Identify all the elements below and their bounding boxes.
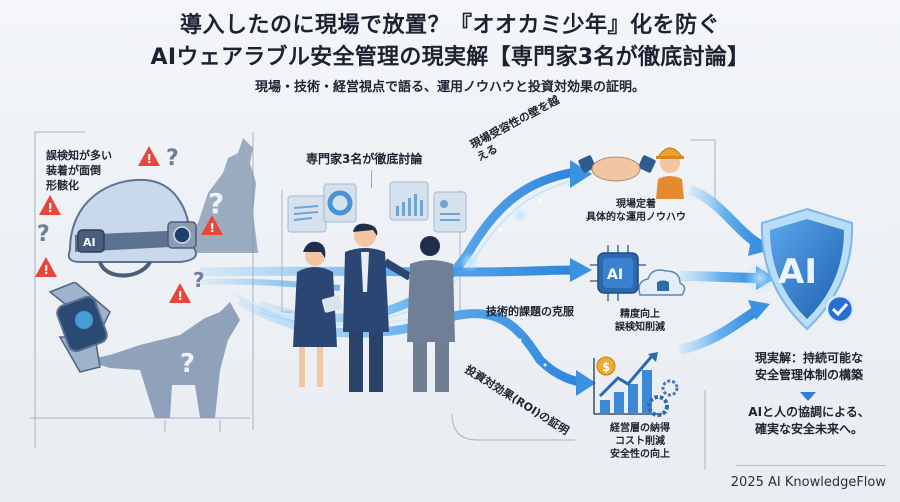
svg-text:!: !: [210, 221, 215, 235]
result-vision: AIと人の協調による、 確実な安全未来へ。: [724, 404, 894, 438]
connector-line: [371, 170, 372, 188]
outcome-line: 具体的な運用ノウハウ: [586, 212, 686, 223]
worker-icon: [656, 147, 684, 199]
outcome-roi: 経営層の納得 コスト削減 安全性の向上: [590, 422, 690, 461]
experts-group: [293, 223, 455, 392]
outcome-line: コスト削減: [615, 436, 665, 447]
smart-helmet-icon: AI: [67, 178, 197, 278]
discussion-label: 専門家3名が徹底討論: [306, 152, 423, 166]
bar-chart-bubble-icon: [389, 181, 429, 221]
problem-item: 誤検知が多い: [46, 149, 112, 162]
outcome-field-adoption: 現場定着 具体的な運用ノウハウ: [576, 198, 696, 224]
expert-man-center-figure: [343, 223, 417, 392]
svg-text:?: ?: [208, 187, 224, 220]
wolf-silhouette-icon: ?: [85, 302, 240, 418]
donut-chart-bubble-icon: [323, 183, 357, 223]
svg-text:!: !: [48, 201, 53, 215]
gear-icon: [647, 379, 679, 417]
warning-icon: !: [137, 145, 161, 167]
outcome-line: 誤検知削減: [615, 322, 665, 333]
svg-text:?: ?: [180, 349, 195, 379]
checkmark-badge-icon: [825, 294, 855, 324]
expert-woman-figure: [293, 241, 343, 387]
warning-icon: !: [34, 256, 58, 278]
question-icon: ?: [37, 222, 50, 247]
svg-text:!: !: [178, 289, 183, 303]
outcome-accuracy: 精度向上 誤検知削減: [590, 308, 690, 334]
ai-chip-cloud-icon: AI: [590, 245, 686, 301]
header: 導入したのに現場で放置？『オオカミ少年』化を防ぐ AIウェアラブル安全管理の現実…: [0, 10, 900, 98]
svg-text:AI: AI: [607, 267, 623, 283]
svg-text:!: !: [147, 152, 152, 166]
page-title-line1: 導入したのに現場で放置？『オオカミ少年』化を防ぐ: [179, 13, 720, 38]
result-line: 現実解：持続可能な: [754, 351, 863, 365]
footer-credit: 2025 AI KnowledgeFlow: [730, 475, 886, 490]
problem-list: 誤検知が多い 装着が面倒 形骸化: [46, 148, 112, 193]
page-title-line2: AIウェアラブル安全管理の現実解【専門家3名が徹底討論】: [150, 45, 750, 70]
outcome-line: 現場定着: [616, 199, 656, 210]
svg-text:$: $: [602, 360, 610, 374]
warning-icon: !: [38, 194, 62, 216]
page-subtitle: 現場・技術・経営視点で語る、運用ノウハウと投資対効果の証明。: [254, 80, 645, 95]
warning-icon: !: [168, 282, 192, 304]
svg-text:AI: AI: [778, 252, 817, 292]
svg-text:!: !: [44, 263, 49, 277]
triangle-down-icon: [800, 392, 816, 401]
outcome-line: 安全性の向上: [610, 449, 670, 460]
ai-shield-icon: AI: [760, 207, 855, 331]
outcome-line: 経営層の納得: [610, 423, 670, 434]
smartwatch-icon: [48, 282, 111, 373]
result-line: 確実な安全未来へ。: [754, 422, 863, 436]
footer-divider: [736, 465, 886, 466]
growth-chart-icon: $: [593, 352, 679, 417]
handshake-icon: [578, 155, 656, 182]
question-icon: ?: [166, 146, 179, 171]
warning-icon: !: [200, 214, 224, 236]
problem-item: 装着が面倒: [46, 164, 101, 177]
wolf-silhouette-icon: ?: [178, 138, 258, 253]
speech-bubbles: [287, 181, 467, 233]
report-bubble-icon: [433, 191, 467, 233]
expert-man-right-figure: [407, 236, 455, 392]
outcome-line: 精度向上: [620, 309, 660, 320]
result-statement: 現実解：持続可能な 安全管理体制の構築: [724, 350, 894, 384]
problem-item: 形骸化: [46, 179, 79, 192]
handshake-worker-icon: [578, 147, 684, 199]
result-line: 安全管理体制の構築: [754, 368, 863, 382]
result-line: AIと人の協調による、: [748, 405, 870, 419]
svg-text:AI: AI: [83, 236, 96, 249]
question-icon: ?: [193, 268, 205, 292]
flow-label-technical: 技術的課題の克服: [486, 305, 574, 318]
